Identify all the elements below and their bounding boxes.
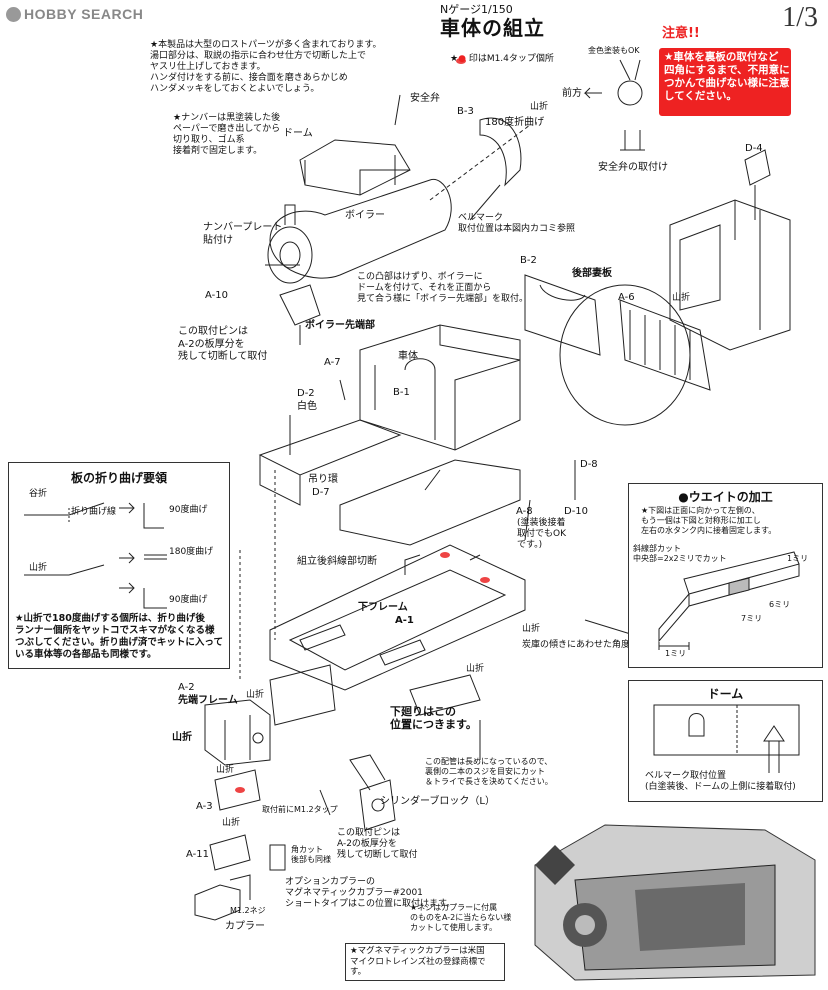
label-white: 白色 bbox=[297, 401, 317, 412]
model-photo bbox=[515, 805, 820, 985]
fold-90-label: 90度曲げ bbox=[169, 505, 208, 515]
label-b3: B-3 bbox=[457, 106, 474, 117]
label-d2: D-2 bbox=[297, 388, 315, 399]
lower-tank-note: 下廻りはこの 位置につきます。 bbox=[390, 705, 477, 731]
label-a3: A-3 bbox=[196, 801, 213, 812]
label-a10: A-10 bbox=[205, 290, 228, 301]
label-number-plate: ナンバープレート 貼付け bbox=[203, 222, 283, 246]
site-logo: HOBBY SEARCH bbox=[6, 6, 143, 22]
fold-guide-title: 板の折り曲げ要領 bbox=[70, 471, 167, 485]
label-yamaori-8: 山折 bbox=[222, 818, 241, 828]
label-b2: B-2 bbox=[520, 255, 537, 266]
label-boiler: ボイラー bbox=[345, 210, 385, 221]
label-yamaori-1: 山折 bbox=[530, 102, 549, 112]
dim-1mm-b: 1ミリ bbox=[665, 649, 687, 658]
diag-cut-note: 組立後斜線部切断 bbox=[297, 556, 377, 567]
label-d7: D-7 bbox=[312, 487, 330, 498]
caution-box: ★車体を裏板の取付など 四角にするまで、不用意に つかんで曲げない様に注意 して… bbox=[659, 48, 791, 116]
label-rear-plate: 後部妻板 bbox=[572, 268, 612, 279]
label-front: 前方 bbox=[562, 88, 582, 99]
label-yamaori-7: 山折 bbox=[216, 765, 235, 775]
model-photo-image bbox=[515, 805, 820, 985]
screw-note: ★ネジはカプラーに付属 のものをA-2に当たらない様 カットして使用します。 bbox=[410, 903, 512, 932]
weight-title: ●ウエイトの加工 bbox=[678, 490, 773, 504]
dim-7mm: 7ミリ bbox=[741, 614, 763, 623]
label-yamaori-4: 山折 bbox=[466, 664, 485, 674]
fold-guide-text: ★山折で180度曲げする個所は、折り曲げ後 ランナー個所をヤットコでスキマがなく… bbox=[15, 613, 223, 660]
label-gold-paint: 金色塗装もOK bbox=[588, 46, 640, 55]
label-yamaori-6: 山折 bbox=[172, 732, 192, 743]
label-yamaori-5: 山折 bbox=[246, 690, 265, 700]
fold-line-label: 折り曲げ線 bbox=[71, 507, 117, 517]
caution-title: 注意!! bbox=[662, 26, 700, 41]
a8-note: (塗装後接着 取付でもOK です。) bbox=[517, 518, 566, 550]
label-d8: D-8 bbox=[580, 459, 598, 470]
label-coupler: カプラー bbox=[225, 921, 265, 932]
label-a8: A-8 bbox=[516, 506, 533, 517]
dome-box-text: ベルマーク取付位置 (白塗装後、ドームの上側に接着取付) bbox=[645, 771, 796, 792]
trademark-note: ★マグネマティックカプラーは米国 マイクロトレインズ社の登録商標です。 bbox=[345, 943, 505, 981]
label-a2: A-2 先端フレーム bbox=[178, 682, 238, 706]
cut-corner-note: 角カット 後部も同様 bbox=[291, 845, 331, 864]
label-lower-frame: 下フレーム bbox=[358, 602, 408, 613]
dome-box: ドーム ベルマーク取付位置 (白塗装後、ドームの上側に接着取付) bbox=[628, 680, 823, 802]
label-dome: ドーム bbox=[283, 128, 313, 139]
protrusion-note: この凸部はけずり、ボイラーに ドームを付けて、それを正面から 見て合う様に「ボイ… bbox=[357, 272, 529, 304]
label-d4: D-4 bbox=[745, 143, 763, 154]
bell-note: ベルマーク 取付位置は本図内カコミ参照 bbox=[458, 213, 576, 234]
label-safety-valve: 安全弁 bbox=[410, 93, 440, 104]
number-note: ★ナンバーは黒塗装した後 ペーパーで磨き出してから 切り取り、ゴム系 接着剤で固… bbox=[173, 113, 281, 156]
dome-box-title: ドーム bbox=[707, 687, 744, 701]
pin-note-1: この取付ピンは A-2の板厚分を 残して切断して取付 bbox=[178, 326, 268, 362]
fold-180-label: 180度曲げ bbox=[169, 547, 214, 557]
logo-icon bbox=[6, 7, 21, 22]
dome-diagram bbox=[653, 704, 800, 773]
label-cylinder: シリンダーブロック（L） bbox=[380, 796, 495, 807]
tap-legend: ★● 印はM1.4タップ個所 bbox=[450, 54, 554, 64]
label-a7: A-7 bbox=[324, 357, 341, 368]
label-a11: A-11 bbox=[186, 849, 209, 860]
fold-tani-label: 谷折 bbox=[29, 489, 48, 499]
label-boiler-front: ボイラー先端部 bbox=[305, 320, 375, 331]
dim-6mm: 6ミリ bbox=[769, 600, 791, 609]
fold-diagram bbox=[24, 502, 167, 609]
weight-diagram bbox=[658, 551, 800, 650]
weight-cut-label: 斜線部カット 中央部=2x2ミリでカット bbox=[633, 544, 727, 563]
label-body: 車体 bbox=[398, 351, 418, 362]
page-number: 1/3 bbox=[782, 2, 818, 33]
page-title: 車体の組立 bbox=[440, 16, 545, 40]
fold-guide-box: 板の折り曲げ要領 谷折 折り曲げ線 90度曲げ 山折 180度曲げ 90度曲げ … bbox=[8, 462, 230, 669]
label-a6: A-6 bbox=[618, 292, 635, 303]
label-yamaori-3: 山折 bbox=[522, 624, 541, 634]
top-note: ★本製品は大型のロストパーツが多く含まれております。 湯口部分は、取説の指示に合… bbox=[150, 40, 382, 94]
pin-note-2: この取付ピンは A-2の板厚分を 残して切断して取付 bbox=[337, 828, 418, 860]
weight-text: ★下図は正面に向かって左側の、 もう一個は下図と対称形に加工し 左右の水タンク内… bbox=[641, 506, 777, 535]
label-hang-ring: 吊り環 bbox=[308, 474, 338, 485]
label-a1: A-1 bbox=[395, 615, 414, 626]
fold-90b-label: 90度曲げ bbox=[169, 595, 208, 605]
label-bend180: 180度折曲げ bbox=[485, 117, 545, 128]
tap-note: 取付前にM1.2タップ bbox=[262, 805, 338, 814]
label-d10: D-10 bbox=[564, 506, 589, 517]
label-b1: B-1 bbox=[393, 387, 410, 398]
coupler-note: オプションカプラーの マグネマティックカプラー#2001 ショートタイプはこの位… bbox=[285, 877, 456, 909]
weight-box: ●ウエイトの加工 ★下図は正面に向かって左側の、 もう一個は下図と対称形に加工し… bbox=[628, 483, 823, 668]
coal-note: 炭庫の傾きにあわせた角度に曲げます。 bbox=[522, 640, 684, 650]
scale-label: Nゲージ1/150 bbox=[440, 3, 513, 16]
label-m12: M1.2ネジ bbox=[230, 906, 266, 915]
label-yamaori-2: 山折 bbox=[672, 293, 691, 303]
label-safety-mount: 安全弁の取付け bbox=[598, 162, 668, 173]
dim-1mm: 1ミリ bbox=[787, 554, 809, 563]
fold-yama-label: 山折 bbox=[29, 563, 48, 573]
pipe-note: この配管は長めになっているので、 裏側の二本のスジを目安にカット ＆トライで長さ… bbox=[425, 757, 553, 786]
